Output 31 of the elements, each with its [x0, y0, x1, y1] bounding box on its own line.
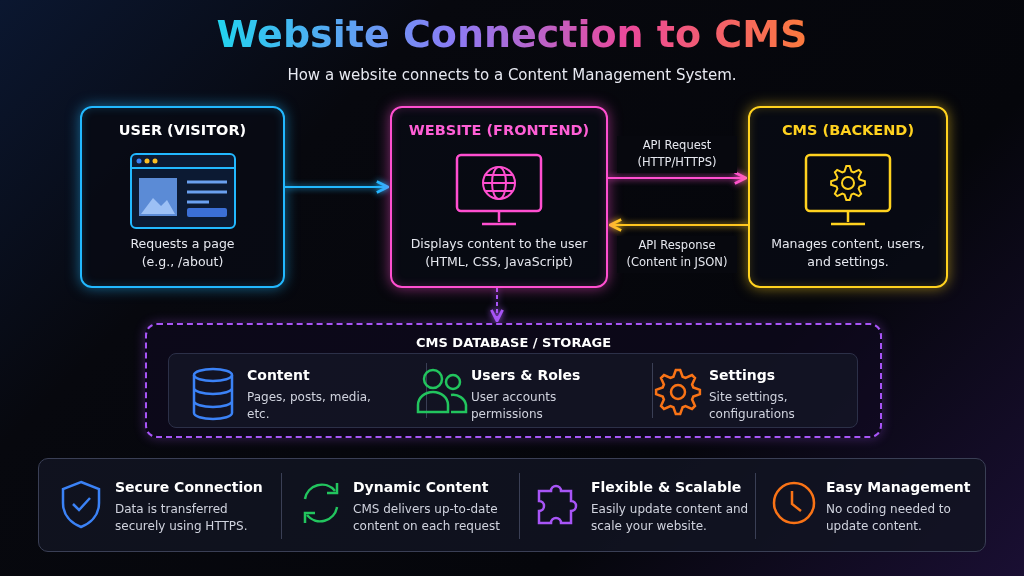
card-heading: WEBSITE (FRONTEND) — [407, 122, 591, 138]
item-title: Secure Connection — [115, 479, 263, 495]
arrow — [490, 287, 504, 323]
storage-group — [145, 323, 882, 438]
item-description: CMS delivers up-to-date content on each request — [353, 501, 501, 536]
subtitle: How a website connects to a Content Management System. — [286, 66, 738, 84]
card-description: Displays content to the user (HTML, CSS, JavaScript) — [409, 234, 589, 272]
item-title: Content — [247, 367, 310, 383]
item-title: Easy Management — [826, 479, 971, 495]
process-card — [390, 106, 608, 288]
item-title: Dynamic Content — [353, 479, 489, 495]
process-card — [748, 106, 948, 288]
item-title: Flexible & Scalable — [591, 479, 742, 495]
arrow — [284, 180, 390, 194]
arrow — [607, 171, 748, 185]
card-description: Requests a page (e.g., /about) — [129, 234, 236, 272]
group-heading: CMS DATABASE / STORAGE — [414, 335, 612, 350]
card-heading: USER (VISITOR) — [117, 122, 248, 138]
item-title: Settings — [709, 367, 776, 383]
item-description: User accounts permissions — [471, 389, 558, 424]
process-card — [80, 106, 285, 288]
item-description: Data is transferred securely using HTTPS. — [115, 501, 249, 536]
card-description: Manages content, users, and settings. — [770, 234, 926, 272]
arrow — [608, 218, 749, 232]
item-description: Pages, posts, media, etc. — [247, 389, 372, 424]
item-title: Users & Roles — [471, 367, 581, 383]
card-heading: CMS (BACKEND) — [780, 122, 915, 138]
item-description: Site settings, configurations — [709, 389, 796, 424]
item-description: No coding needed to update content. — [826, 501, 952, 536]
item-description: Easily update content and scale your website. — [591, 501, 750, 536]
feature-panel — [38, 458, 986, 552]
